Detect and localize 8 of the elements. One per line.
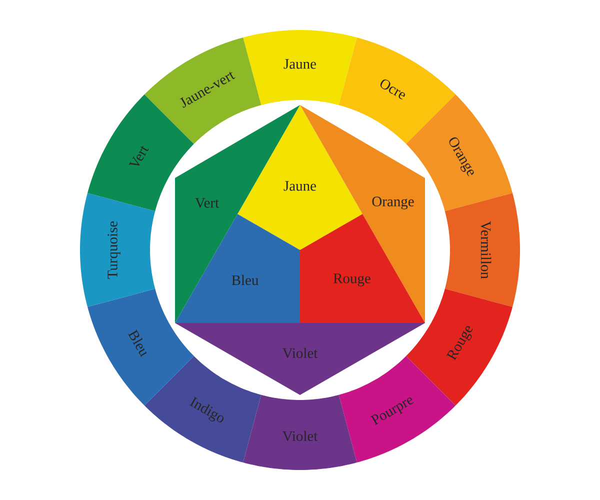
ring-segment: Vermillon (444, 193, 520, 307)
quad-region: Rouge (300, 214, 425, 323)
ring-segment: Violet (243, 394, 357, 470)
ring-segment: Jaune (243, 30, 357, 106)
triangle-region: Violet (175, 322, 425, 395)
quad-region: Bleu (175, 214, 300, 323)
ring-segment: Turquoise (80, 193, 156, 307)
quad-region: Jaune (238, 105, 362, 250)
